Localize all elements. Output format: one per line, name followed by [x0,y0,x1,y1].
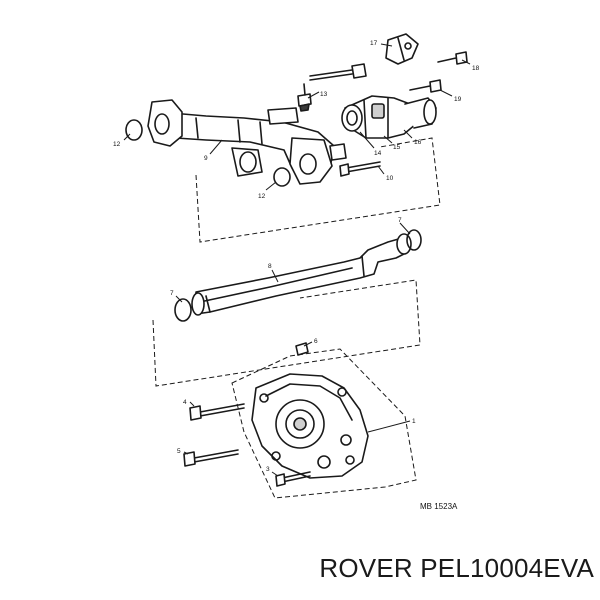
o-ring-12-lower [273,167,291,187]
bolt-18 [437,51,468,65]
coolant-manifold-pipe [147,99,347,185]
callout-15: 15 [393,144,401,151]
exploded-parts-diagram: 17 18 19 13 16 15 14 12 9 10 12 7 8 7 6 … [113,33,480,511]
bypass-pipe-8 [191,233,412,316]
callout-8: 8 [268,263,272,270]
callout-12-lower: 12 [258,193,266,200]
callout-19: 19 [454,96,462,103]
bolt-19 [409,79,442,93]
callout-16: 16 [414,139,422,146]
water-pump-body [251,373,369,479]
long-bolt [309,63,367,81]
callout-18: 18 [472,65,480,72]
callout-14: 14 [374,150,382,157]
part-caption: ROVER PEL10004EVA [319,553,594,583]
callout-12-left: 12 [113,141,121,148]
callout-5: 5 [177,448,181,455]
o-ring-7-right [406,229,422,251]
callout-4: 4 [183,399,187,406]
bracket-clip [385,33,419,65]
diagram-reference: MB 1523A [420,502,458,511]
callout-7-left: 7 [170,290,174,297]
callout-7-right: 7 [398,217,402,224]
dashed-outline-pump [231,348,417,499]
o-ring-12-left [125,119,143,141]
callout-13: 13 [320,91,328,98]
thermostat-housing [341,95,437,139]
callout-9: 9 [204,155,208,162]
callout-6: 6 [314,338,318,345]
o-ring-7-left [174,298,192,322]
dashed-box-middle [152,279,421,387]
callout-10: 10 [386,175,394,182]
dashed-box-upper [195,137,441,243]
bolt-5 [183,449,239,467]
stud-3 [275,471,311,487]
bolt-10 [339,161,381,177]
callout-17: 17 [370,40,378,47]
leader-lines [123,43,471,477]
callout-1: 1 [412,418,416,425]
bolt-4 [189,403,245,421]
callout-3: 3 [266,466,270,473]
sensor-bolt-13 [297,83,312,112]
